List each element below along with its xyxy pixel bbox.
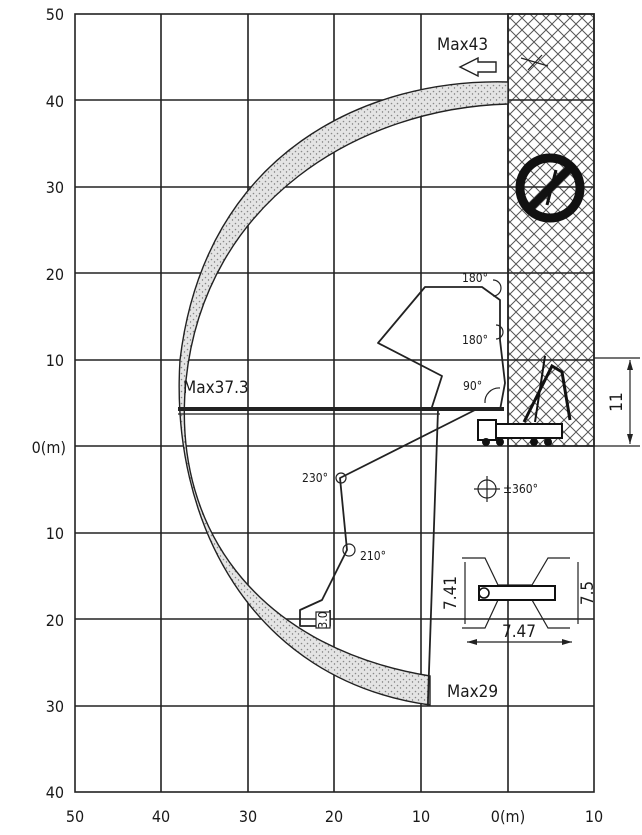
rotation-label: ±360° [503, 482, 538, 496]
x-tick: 0(m) [491, 807, 525, 826]
angle-arc-180-mid [495, 324, 504, 340]
y-tick: 50 [46, 5, 64, 24]
joint-230 [335, 472, 347, 484]
boom-vertical-down [427, 409, 439, 706]
x-tick: 10 [585, 807, 603, 826]
y-tick: 20 [46, 265, 64, 284]
y-tick: 40 [46, 783, 64, 802]
boom-folded-upright [377, 286, 506, 411]
y-tick: 40 [46, 92, 64, 111]
joint-210 [342, 543, 356, 557]
rotation-icon [474, 476, 500, 502]
outrigger-rear-label: 7.5 [578, 581, 598, 605]
outrigger-footprint [462, 557, 579, 645]
no-boom-cross-icon [520, 54, 549, 71]
angle-label: 90° [463, 379, 482, 393]
y-tick: 30 [46, 178, 64, 197]
outrigger-width-label: 7.47 [502, 622, 536, 642]
x-tick: 10 [412, 807, 430, 826]
x-axis-labels: 50 40 30 20 10 0(m) 10 [66, 807, 603, 826]
no-entry-icon [515, 153, 585, 223]
max-height-arrow-icon [458, 56, 497, 78]
angle-label: 230° [302, 471, 328, 485]
unfold-height-dimension [594, 357, 640, 447]
angle-label: 180° [462, 333, 488, 347]
y-tick: 20 [46, 611, 64, 630]
x-tick: 50 [66, 807, 84, 826]
angle-label: 180° [462, 271, 488, 285]
angle-arc-180-top [492, 279, 502, 297]
angle-arc-90 [484, 387, 501, 404]
y-tick: 30 [46, 697, 64, 716]
no-access-zone [507, 13, 595, 447]
angle-label: 210° [360, 549, 386, 563]
grid [74, 13, 595, 793]
reach-envelope [178, 81, 509, 706]
truck-icon [477, 355, 572, 446]
outrigger-front-label: 7.41 [441, 576, 461, 610]
max-height-label: Max43 [437, 35, 488, 55]
x-tick: 30 [239, 807, 257, 826]
max-reach-label: Max37.3 [183, 378, 249, 398]
max-depth-label: Max29 [447, 682, 498, 702]
x-tick: 40 [152, 807, 170, 826]
x-tick: 20 [325, 807, 343, 826]
section-box [315, 611, 331, 629]
unfold-height-label: 11 [607, 392, 627, 411]
y-tick: 10 [46, 351, 64, 370]
y-tick: 0(m) [32, 438, 66, 457]
y-axis-labels: 50 40 30 20 10 0(m) 10 20 30 40 [32, 5, 66, 802]
section-label: 3.0 [316, 611, 330, 628]
y-tick: 10 [46, 524, 64, 543]
